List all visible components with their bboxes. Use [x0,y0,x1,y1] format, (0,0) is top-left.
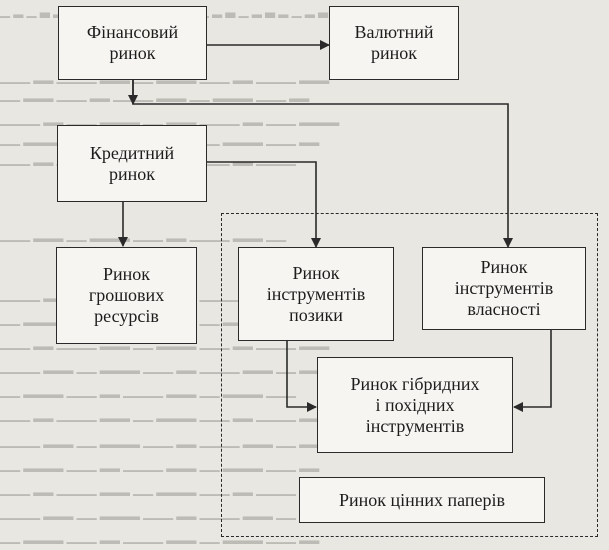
node-hybrid-derivatives-market: Ринок гібридних і похідних інструментів [317,357,513,453]
node-securities-market-label: Ринок цінних паперів [338,489,506,510]
node-currency-market-label: Валютний ринок [354,22,434,63]
node-financial-market-label: Фінансовий ринок [86,22,179,63]
node-equity-instruments-market: Ринок інструментів власності [422,247,586,330]
edge-loan-to-hybrid [286,341,317,412]
node-credit-market: Кредитний ринок [57,125,207,202]
node-securities-market: Ринок цінних паперів [299,477,545,523]
node-financial-market: Фінансовий ринок [58,6,207,80]
node-loan-instruments-market-label: Ринок інструментів позики [266,262,366,325]
node-equity-instruments-market-label: Ринок інструментів власності [454,257,554,319]
node-credit-market-label: Кредитний ринок [89,142,175,184]
node-loan-instruments-market: Ринок інструментів позики [238,247,394,341]
node-currency-market: Валютний ринок [329,6,459,80]
dashed-group-frame [221,213,598,537]
node-money-resources-market: Ринок грошових ресурсів [56,247,197,344]
node-hybrid-derivatives-market-label: Ринок гібридних і похідних інструментів [350,373,480,436]
edge-credit-to-loan [207,161,321,248]
edge-financial-to-equity [132,80,513,248]
node-money-resources-market-label: Ринок грошових ресурсів [88,264,165,326]
edge-equity-to-hybrid [513,330,552,412]
